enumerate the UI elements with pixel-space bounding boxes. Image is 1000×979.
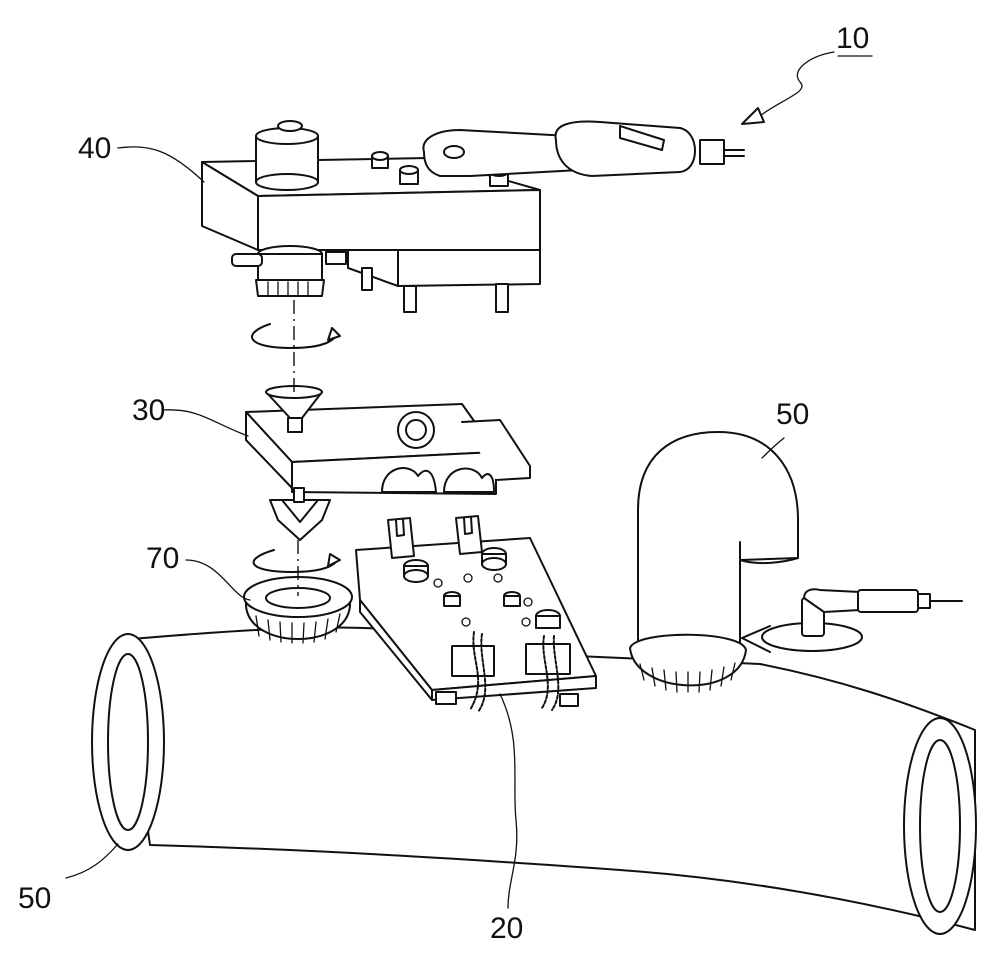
- upper-module-40: [202, 121, 744, 312]
- label-50-pipe: 50: [18, 882, 51, 915]
- label-50-elbow: 50: [776, 398, 809, 431]
- cutter-bit: [270, 488, 330, 540]
- label-40: 40: [78, 132, 111, 165]
- label-30: 30: [132, 394, 165, 427]
- elbow-pipe: [630, 432, 798, 692]
- pipe-opening-left: [92, 634, 164, 850]
- label-70: 70: [146, 542, 179, 575]
- pipe-opening-right: [904, 718, 976, 934]
- rotation-arrow-lower: [254, 550, 336, 572]
- label-10: 10: [836, 22, 869, 55]
- middle-module-30: [246, 386, 530, 494]
- side-grinder: [742, 589, 962, 652]
- label-20: 20: [490, 912, 523, 945]
